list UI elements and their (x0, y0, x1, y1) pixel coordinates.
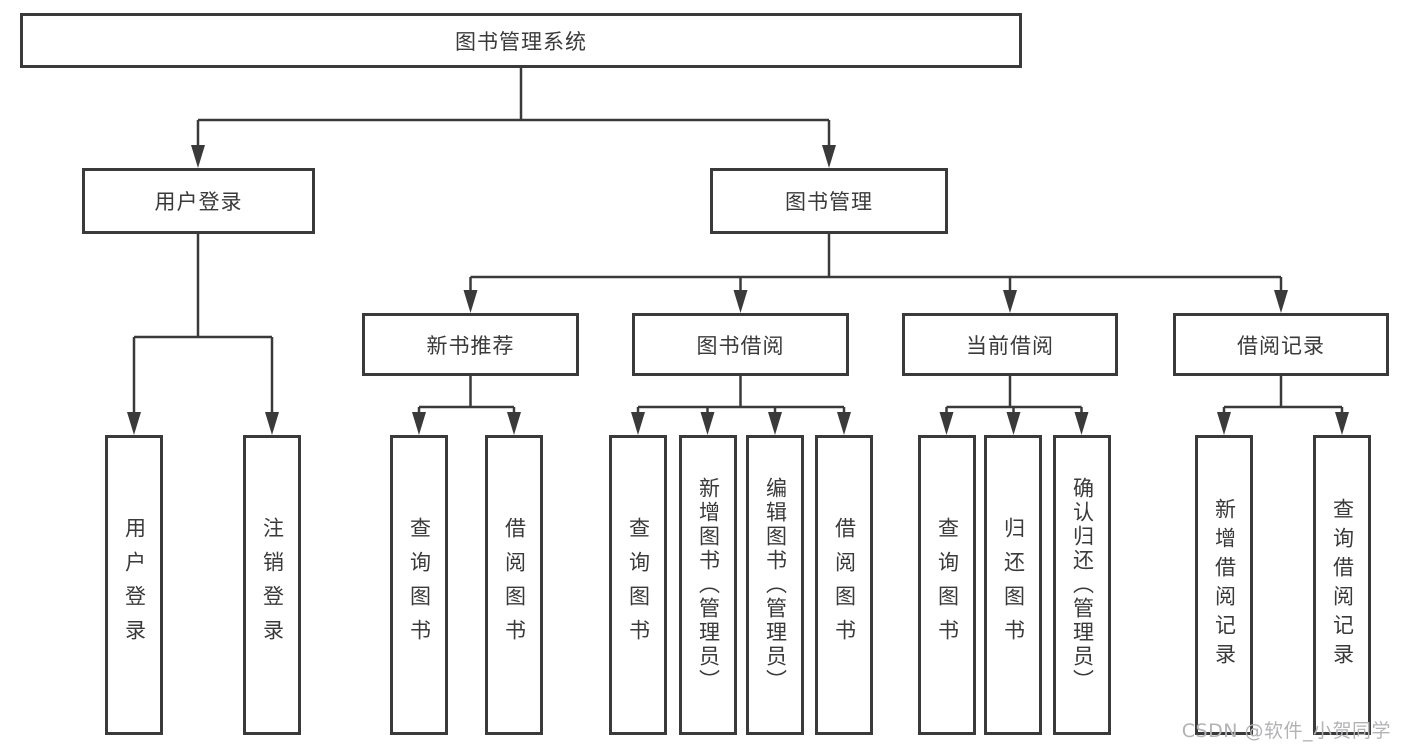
node-current-borrowing: 当前借阅 (902, 313, 1118, 376)
node-leaf-add-books-admin-label: 新增图书（管理员） (696, 477, 721, 693)
node-new-book-recommend: 新书推荐 (362, 313, 579, 376)
node-library-system-label: 图书管理系统 (455, 29, 587, 54)
node-leaf-query-books-borrowing: 查询图书 (609, 435, 667, 735)
node-leaf-borrow-books-recommend-label: 借阅图书 (502, 517, 527, 653)
node-leaf-edit-books-admin: 编辑图书（管理员） (746, 435, 804, 735)
node-leaf-return-books-label: 归还图书 (1001, 517, 1026, 653)
node-borrow-records: 借阅记录 (1173, 313, 1389, 376)
node-user-login-group-label: 用户登录 (154, 190, 243, 214)
node-book-borrowing: 图书借阅 (632, 313, 849, 376)
node-leaf-confirm-return-admin-label: 确认归还（管理员） (1070, 477, 1095, 693)
node-leaf-add-books-admin: 新增图书（管理员） (679, 435, 737, 735)
node-leaf-logout: 注销登录 (243, 435, 301, 735)
node-leaf-user-login: 用户登录 (105, 435, 163, 735)
node-leaf-query-books-current: 查询图书 (918, 435, 976, 735)
node-leaf-user-login-label: 用户登录 (122, 517, 147, 653)
node-book-borrowing-label: 图书借阅 (696, 333, 785, 358)
node-library-system: 图书管理系统 (20, 13, 1022, 68)
node-leaf-query-borrow-record: 查询借阅记录 (1313, 435, 1371, 735)
node-leaf-add-borrow-record: 新增借阅记录 (1195, 435, 1253, 735)
node-book-management: 图书管理 (710, 168, 948, 234)
node-leaf-borrow-books-recommend: 借阅图书 (485, 435, 543, 735)
csdn-watermark: CSDN @软件_小贺同学 (1181, 720, 1391, 742)
node-leaf-query-books-recommend-label: 查询图书 (407, 517, 432, 653)
node-book-management-label: 图书管理 (785, 190, 873, 214)
node-leaf-query-borrow-record-label: 查询借阅记录 (1330, 498, 1355, 672)
node-new-book-recommend-label: 新书推荐 (426, 333, 515, 358)
node-leaf-logout-label: 注销登录 (260, 517, 285, 653)
node-current-borrowing-label: 当前借阅 (966, 333, 1054, 358)
node-leaf-query-books-borrowing-label: 查询图书 (626, 517, 651, 653)
arrowheads (127, 145, 1349, 435)
node-borrow-records-label: 借阅记录 (1237, 333, 1325, 358)
node-leaf-query-books-recommend: 查询图书 (390, 435, 448, 735)
node-leaf-add-borrow-record-label: 新增借阅记录 (1212, 498, 1237, 672)
node-user-login-group: 用户登录 (82, 168, 315, 234)
node-leaf-confirm-return-admin: 确认归还（管理员） (1053, 435, 1111, 735)
node-leaf-borrow-books: 借阅图书 (815, 435, 873, 735)
node-leaf-query-books-current-label: 查询图书 (935, 517, 960, 653)
node-leaf-borrow-books-label: 借阅图书 (832, 517, 857, 653)
node-leaf-return-books: 归还图书 (984, 435, 1042, 735)
node-leaf-edit-books-admin-label: 编辑图书（管理员） (763, 477, 788, 693)
